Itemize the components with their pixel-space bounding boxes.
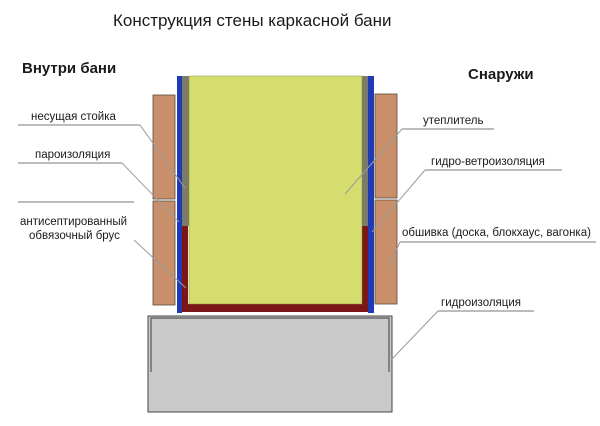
inner-cladding-board-top	[152, 94, 176, 200]
beam-label-line2: обвязочный брус	[29, 230, 120, 242]
insulation-leader	[344, 128, 403, 195]
vapor-barrier-label: пароизоляция	[35, 149, 110, 161]
cladding-leader	[388, 241, 401, 267]
cladding-label: обшивка (доска, блокхаус, вагонка)	[402, 227, 591, 239]
insulation-label: утеплитель	[423, 115, 484, 127]
vapor-barrier-layer	[177, 76, 182, 313]
diagram-title: Конструкция стены каркасной бани	[113, 11, 392, 30]
frame-beam-bottom	[182, 304, 368, 312]
inner-cladding-board-bottom	[152, 200, 176, 306]
beam-label-line1: антисептированный	[20, 216, 127, 228]
beam-leader	[133, 239, 187, 289]
frame-beam-right	[362, 226, 368, 312]
wind-barrier-layer	[368, 76, 374, 313]
waterproofing-layer	[150, 317, 390, 372]
stud-leader	[139, 124, 186, 189]
wind-barrier-leader	[371, 169, 426, 233]
waterproofing-leader	[390, 310, 439, 361]
inside-label: Внутри бани	[22, 60, 116, 77]
stud-label: несущая стойка	[31, 111, 117, 123]
outer-cladding-board-bottom	[374, 199, 398, 305]
wind-barrier-label: гидро-ветроизоляция	[431, 156, 545, 168]
foundation-block	[147, 315, 393, 413]
waterproofing-label: гидроизоляция	[441, 297, 521, 309]
stud-left	[182, 76, 189, 226]
frame-beam-left	[182, 226, 188, 312]
outer-cladding-board-top	[374, 93, 398, 199]
stud-right	[362, 76, 368, 226]
vapor-barrier-leader	[121, 162, 180, 223]
outside-label: Снаружи	[468, 66, 534, 83]
insulation-fill	[188, 75, 363, 305]
